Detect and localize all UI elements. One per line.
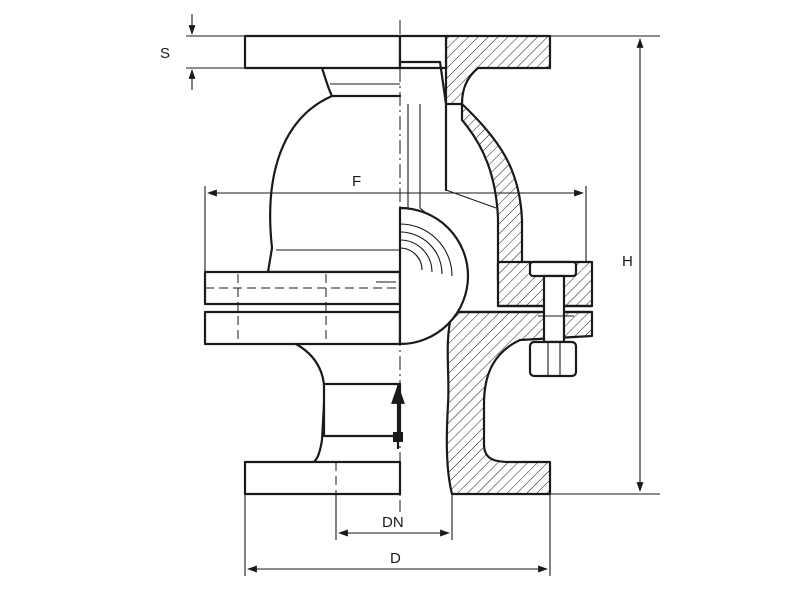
stem-bore — [398, 60, 448, 192]
top-flange-section — [444, 34, 552, 106]
dimension-s: S — [160, 14, 245, 90]
bonnet-wall-section — [460, 102, 524, 282]
bonnet-dome-left — [269, 94, 334, 250]
lower-body-section — [445, 310, 594, 496]
valve-section-right-half — [376, 34, 594, 496]
dimension-dn: DN — [335, 494, 453, 540]
lower-body-left — [294, 342, 326, 464]
ball — [398, 206, 470, 346]
lower-neck-left — [322, 382, 402, 438]
bottom-flange-left — [243, 460, 402, 496]
joint-flange-lower-left — [203, 310, 402, 346]
top-flange-left — [243, 34, 402, 70]
dimension-f: F — [204, 173, 587, 272]
valve-exterior-left-half — [203, 34, 402, 496]
dimension-h-label: H — [622, 253, 633, 270]
flange-bolt — [528, 260, 578, 378]
dimension-s-label: S — [160, 45, 170, 62]
dimension-d-label: D — [390, 550, 401, 567]
dimension-dn-label: DN — [382, 514, 404, 531]
dimension-f-label: F — [352, 173, 361, 190]
dimension-d: D — [244, 494, 551, 576]
top-neck-left — [320, 66, 402, 98]
dimension-h: H — [550, 35, 660, 495]
